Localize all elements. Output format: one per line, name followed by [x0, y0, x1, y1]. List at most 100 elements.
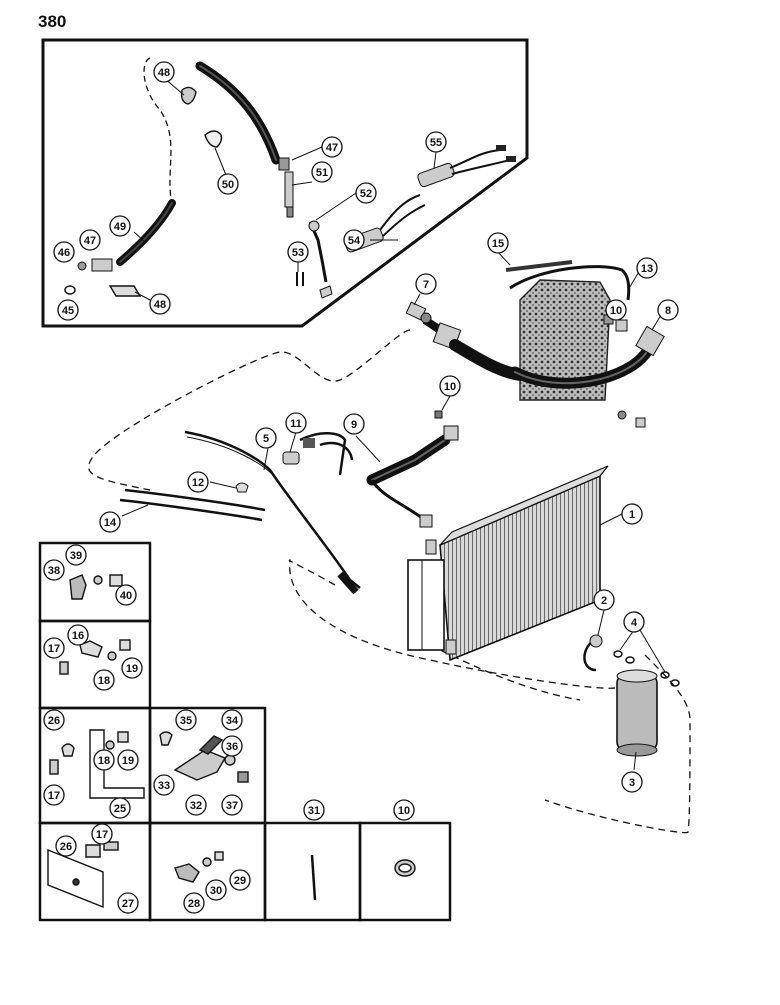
- callout-circle: [43, 637, 65, 659]
- callout-label: 48: [158, 67, 170, 79]
- callout-32: 32: [185, 794, 207, 816]
- receiver-drier: [583, 634, 680, 757]
- callout-label: 17: [96, 829, 108, 841]
- callout-circle: [393, 799, 415, 821]
- callout-circle: [605, 299, 627, 321]
- callout-circle: [217, 173, 239, 195]
- callout-circle: [67, 624, 89, 646]
- callout-label: 54: [348, 235, 361, 247]
- callout-circle: [621, 771, 643, 793]
- lines-14: [119, 488, 266, 522]
- callout-circle: [185, 794, 207, 816]
- callout-31: 31: [303, 799, 325, 821]
- callout-circle: [187, 471, 209, 493]
- callout-label: 14: [104, 517, 117, 529]
- compressor-hoses: [405, 260, 665, 428]
- callout-circle: [657, 299, 679, 321]
- callout-circle: [55, 835, 77, 857]
- callout-label: 40: [120, 590, 132, 602]
- callout-label: 55: [430, 137, 442, 149]
- callout-circle: [175, 709, 197, 731]
- callout-37: 37: [221, 794, 243, 816]
- callout-label: 9: [351, 419, 357, 431]
- callout-circle: [43, 559, 65, 581]
- dashed-routing-line: [87, 329, 411, 491]
- callout-circle: [43, 784, 65, 806]
- callout-36: 36: [221, 735, 243, 757]
- callout-13: 13: [636, 257, 658, 279]
- tube-5: [184, 430, 361, 595]
- callout-33: 33: [153, 774, 175, 796]
- callout-10: 10: [605, 299, 627, 321]
- callout-circle: [79, 229, 101, 251]
- callout-label: 17: [48, 790, 60, 802]
- callout-28: 28: [183, 892, 205, 914]
- callout-label: 38: [48, 565, 60, 577]
- hose-9: [366, 410, 459, 528]
- callout-circle: [343, 413, 365, 435]
- pressure-switch-11: [235, 432, 354, 493]
- callout-1: 1: [621, 503, 643, 525]
- callout-17: 17: [91, 823, 113, 845]
- callout-38: 38: [43, 559, 65, 581]
- callout-label: 50: [222, 179, 234, 191]
- callout-26: 26: [55, 835, 77, 857]
- callout-39: 39: [65, 544, 87, 566]
- callout-47: 47: [79, 229, 101, 251]
- engine-block: [519, 279, 611, 401]
- callout-40: 40: [115, 584, 137, 606]
- callout-5: 5: [255, 427, 277, 449]
- callout-label: 13: [641, 263, 653, 275]
- callout-label: 47: [326, 142, 338, 154]
- callout-circle: [93, 669, 115, 691]
- callout-circle: [115, 584, 137, 606]
- callout-18: 18: [93, 669, 115, 691]
- callout-27: 27: [117, 892, 139, 914]
- callout-15: 15: [487, 232, 509, 254]
- callout-48: 48: [153, 61, 175, 83]
- callout-14: 14: [99, 511, 121, 533]
- callout-circle: [303, 799, 325, 821]
- callout-circle: [229, 869, 251, 891]
- callout-label: 49: [114, 221, 126, 233]
- callout-49: 49: [109, 215, 131, 237]
- callout-label: 31: [308, 805, 320, 817]
- callout-47: 47: [321, 136, 343, 158]
- callout-label: 29: [234, 875, 246, 887]
- callout-50: 50: [217, 173, 239, 195]
- callout-label: 18: [98, 755, 110, 767]
- callout-label: 45: [62, 305, 74, 317]
- callout-19: 19: [117, 749, 139, 771]
- callout-circle: [255, 427, 277, 449]
- callout-19: 19: [121, 657, 143, 679]
- callout-label: 26: [60, 841, 72, 853]
- callout-label: 2: [601, 595, 607, 607]
- callout-label: 37: [226, 800, 238, 812]
- callout-54: 54: [343, 229, 365, 251]
- callout-circle: [205, 879, 227, 901]
- callout-12: 12: [187, 471, 209, 493]
- callout-circle: [487, 232, 509, 254]
- callout-3: 3: [621, 771, 643, 793]
- callout-label: 35: [180, 715, 192, 727]
- callout-10: 10: [439, 375, 461, 397]
- callout-label: 36: [226, 741, 238, 753]
- callout-53: 53: [287, 241, 309, 263]
- inset-box-switch-assembly: [41, 38, 529, 328]
- callout-label: 15: [492, 238, 504, 250]
- condenser: [407, 465, 609, 662]
- callout-circle: [149, 293, 171, 315]
- callout-label: 19: [126, 663, 138, 675]
- callout-2: 2: [593, 589, 615, 611]
- callout-circle: [425, 131, 447, 153]
- callout-label: 10: [610, 305, 622, 317]
- callout-label: 10: [398, 805, 410, 817]
- callout-11: 11: [285, 412, 307, 434]
- callout-label: 27: [122, 898, 134, 910]
- callout-circle: [285, 412, 307, 434]
- callout-circle: [439, 375, 461, 397]
- callout-18: 18: [93, 749, 115, 771]
- callout-7: 7: [415, 273, 437, 295]
- callout-circle: [43, 709, 65, 731]
